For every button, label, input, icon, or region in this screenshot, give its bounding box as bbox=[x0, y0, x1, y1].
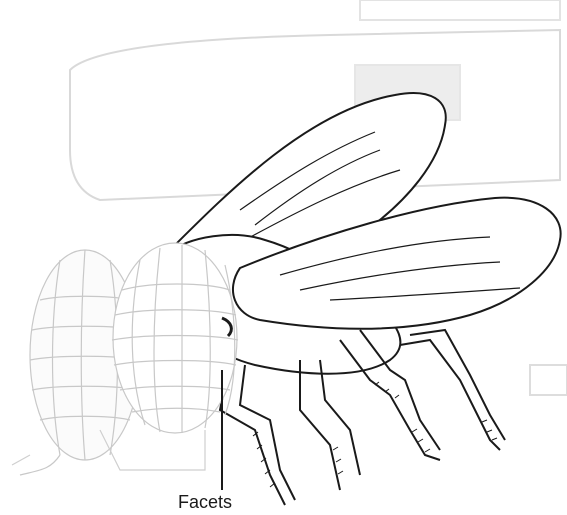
facets-label: Facets bbox=[178, 492, 232, 512]
near-compound-eye bbox=[112, 243, 238, 433]
leg-hairs bbox=[253, 382, 497, 487]
